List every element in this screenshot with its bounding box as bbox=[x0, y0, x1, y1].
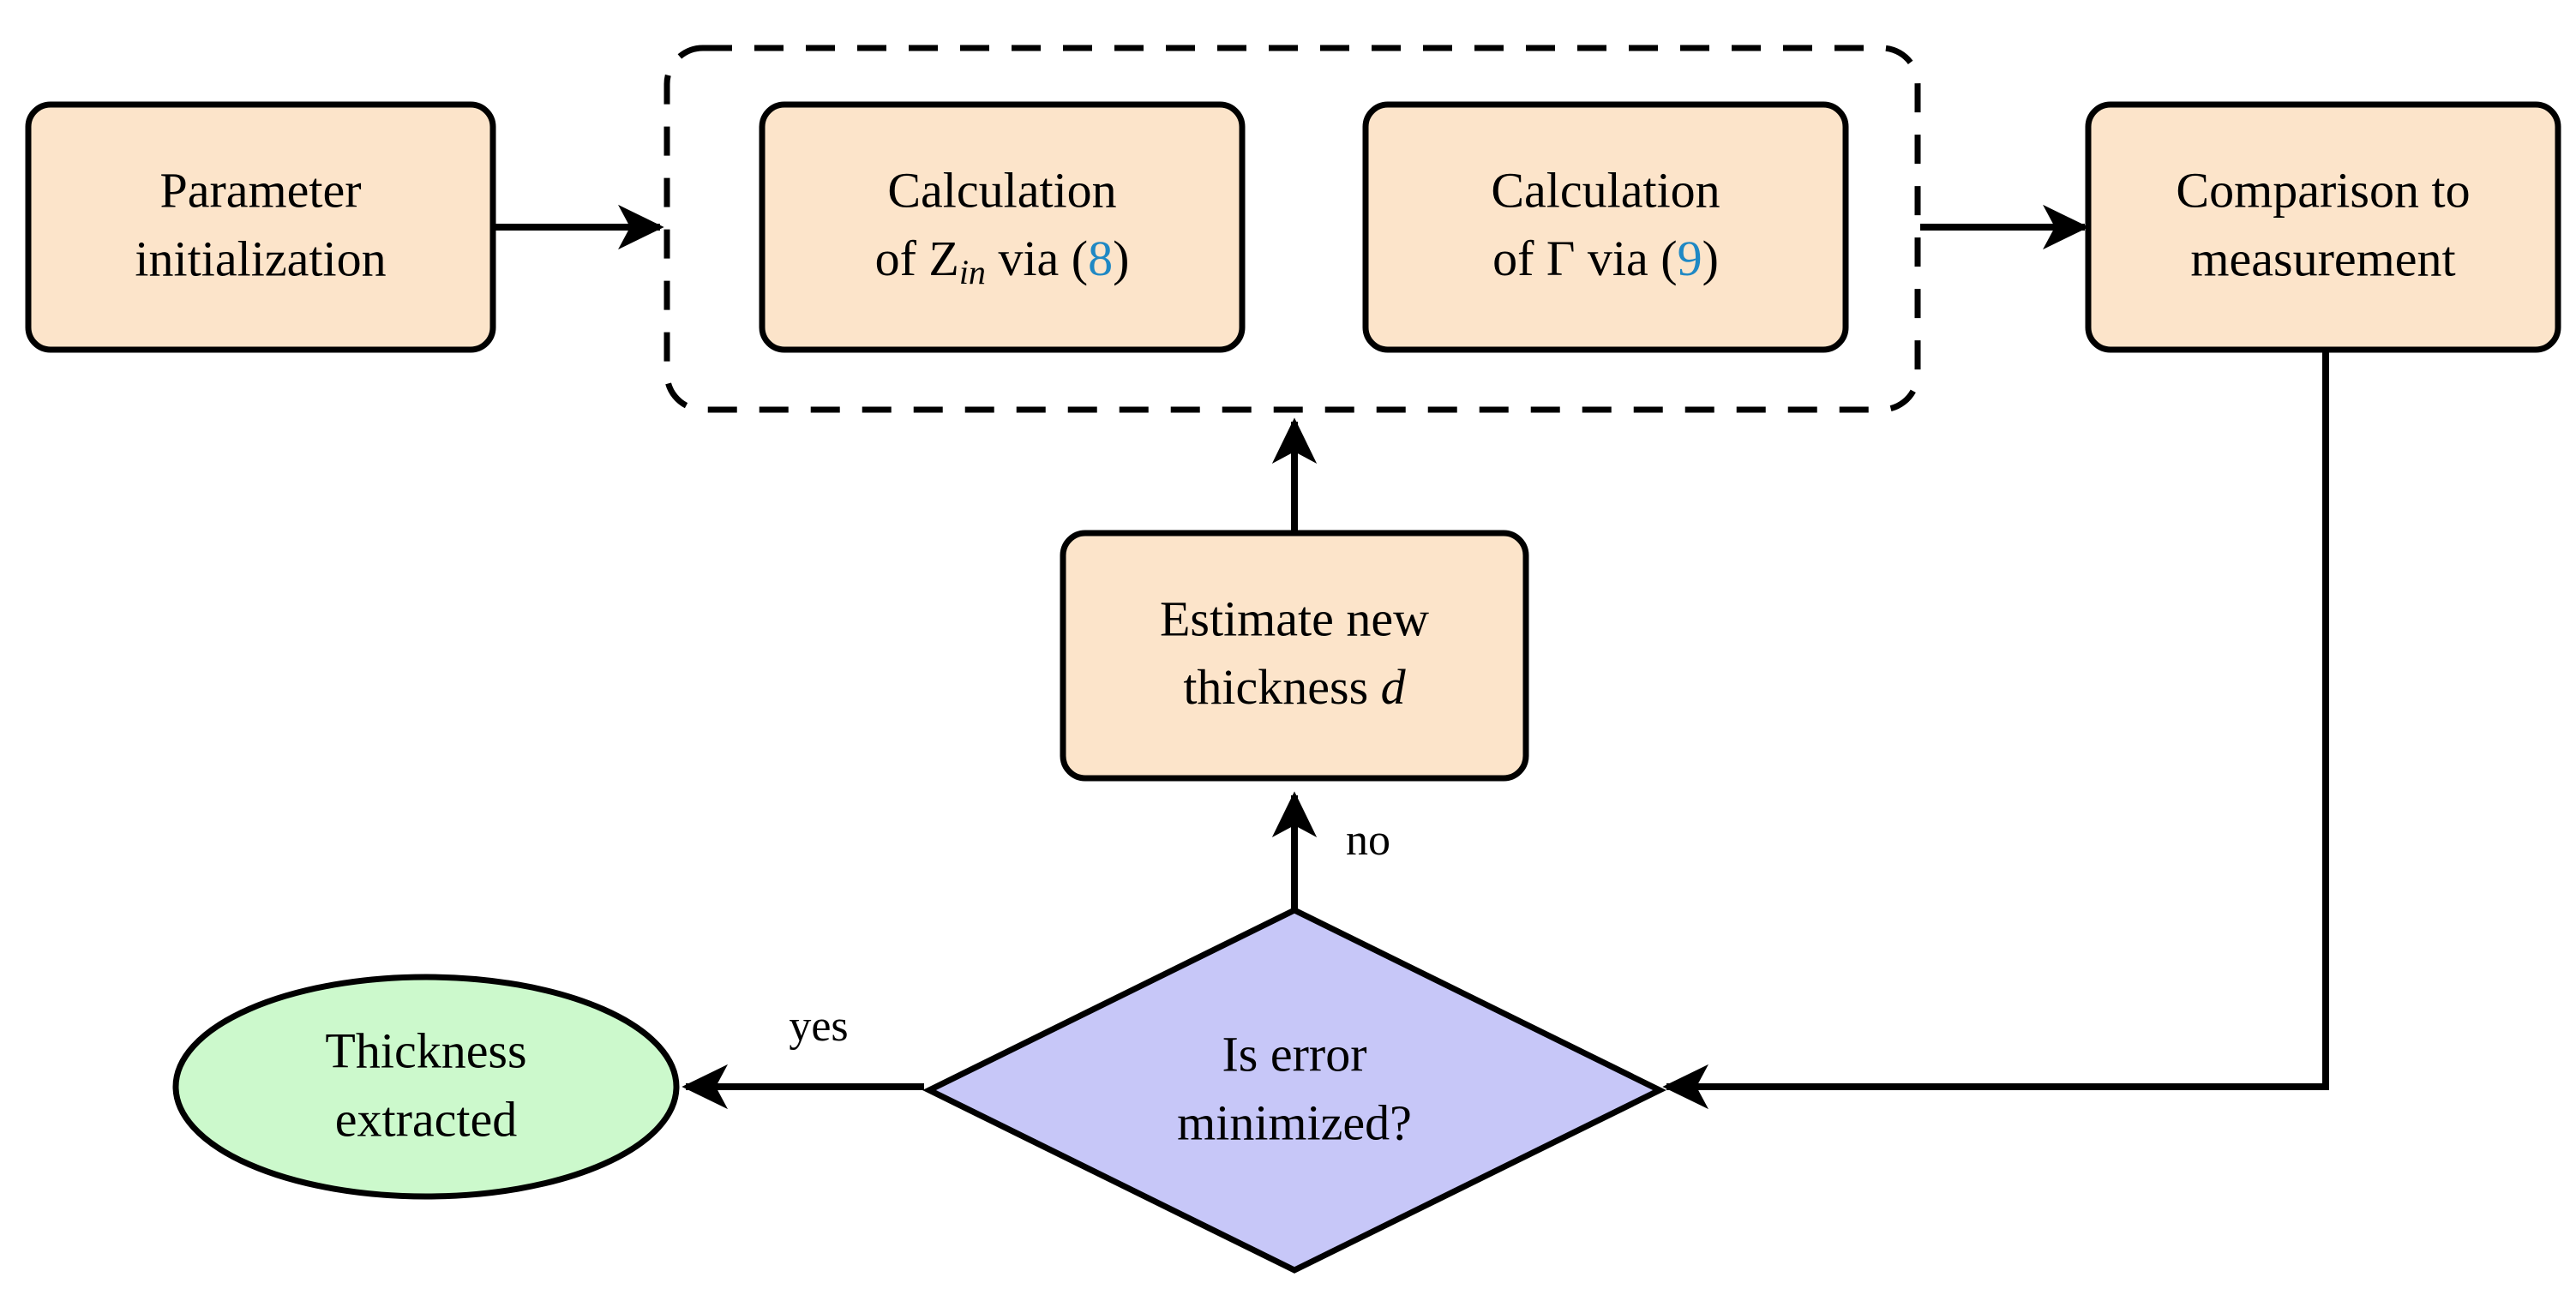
estimate-new-thickness-variable: d bbox=[1381, 659, 1407, 715]
is-error-minimized-line2: minimized? bbox=[1177, 1094, 1412, 1150]
estimate-new-thickness-line2: thickness d bbox=[1183, 659, 1406, 715]
estimate-new-thickness-prefix: thickness bbox=[1183, 659, 1380, 715]
is-error-minimized-line1: Is error bbox=[1222, 1026, 1366, 1082]
calculation-gamma-suffix: ) bbox=[1702, 231, 1719, 286]
calculation-zin-line1: Calculation bbox=[887, 162, 1116, 218]
is-error-minimized-shape[interactable] bbox=[922, 907, 1666, 1274]
parameter-initialization-shape[interactable] bbox=[25, 101, 496, 353]
thickness-extracted-line2: extracted bbox=[335, 1091, 518, 1147]
calculation-zin-reference: 8 bbox=[1088, 231, 1113, 286]
parameter-initialization-line2: initialization bbox=[135, 231, 386, 286]
node-calculation-gamma[interactable]: Calculation of Γ via (9) bbox=[1362, 101, 1849, 353]
calculation-gamma-reference: 9 bbox=[1678, 231, 1702, 286]
node-calculation-zin[interactable]: Calculation of Zin via (8) bbox=[759, 101, 1246, 353]
node-parameter-initialization[interactable]: Parameter initialization bbox=[25, 101, 496, 353]
calculation-zin-mid: via ( bbox=[986, 231, 1088, 286]
thickness-extracted-line1: Thickness bbox=[325, 1022, 526, 1078]
comparison-to-measurement-line1: Comparison to bbox=[2176, 162, 2470, 218]
parameter-initialization-line1: Parameter bbox=[159, 162, 361, 218]
thickness-extracted-shape[interactable] bbox=[172, 974, 680, 1200]
calculation-zin-shape[interactable] bbox=[759, 101, 1246, 353]
calculation-gamma-shape[interactable] bbox=[1362, 101, 1849, 353]
node-estimate-new-thickness[interactable]: Estimate new thickness d bbox=[1060, 530, 1529, 782]
edge-label-no: no bbox=[1346, 816, 1390, 865]
edge-label-yes: yes bbox=[789, 1002, 848, 1051]
node-is-error-minimized[interactable]: Is error minimized? bbox=[922, 907, 1666, 1274]
calculation-zin-line2: of Zin via (8) bbox=[875, 231, 1130, 291]
comparison-to-measurement-line2: measurement bbox=[2190, 231, 2455, 286]
calculation-gamma-line2: of Γ via (9) bbox=[1492, 231, 1719, 286]
calculation-gamma-prefix: of Γ via ( bbox=[1492, 231, 1678, 286]
comparison-to-measurement-shape[interactable] bbox=[2085, 101, 2561, 353]
edge-comparison-to-decision bbox=[1662, 341, 2329, 1110]
calculation-zin-subscript: in bbox=[959, 253, 986, 291]
calculation-zin-suffix: ) bbox=[1113, 231, 1129, 286]
estimate-new-thickness-shape[interactable] bbox=[1060, 530, 1529, 782]
calculation-gamma-line1: Calculation bbox=[1491, 162, 1720, 218]
model-group-dashed-container bbox=[664, 45, 1921, 413]
estimate-new-thickness-line1: Estimate new bbox=[1160, 591, 1429, 646]
node-thickness-extracted[interactable]: Thickness extracted bbox=[172, 974, 680, 1200]
calculation-zin-prefix: of Z bbox=[875, 231, 959, 286]
node-comparison-to-measurement[interactable]: Comparison to measurement bbox=[2085, 101, 2561, 353]
